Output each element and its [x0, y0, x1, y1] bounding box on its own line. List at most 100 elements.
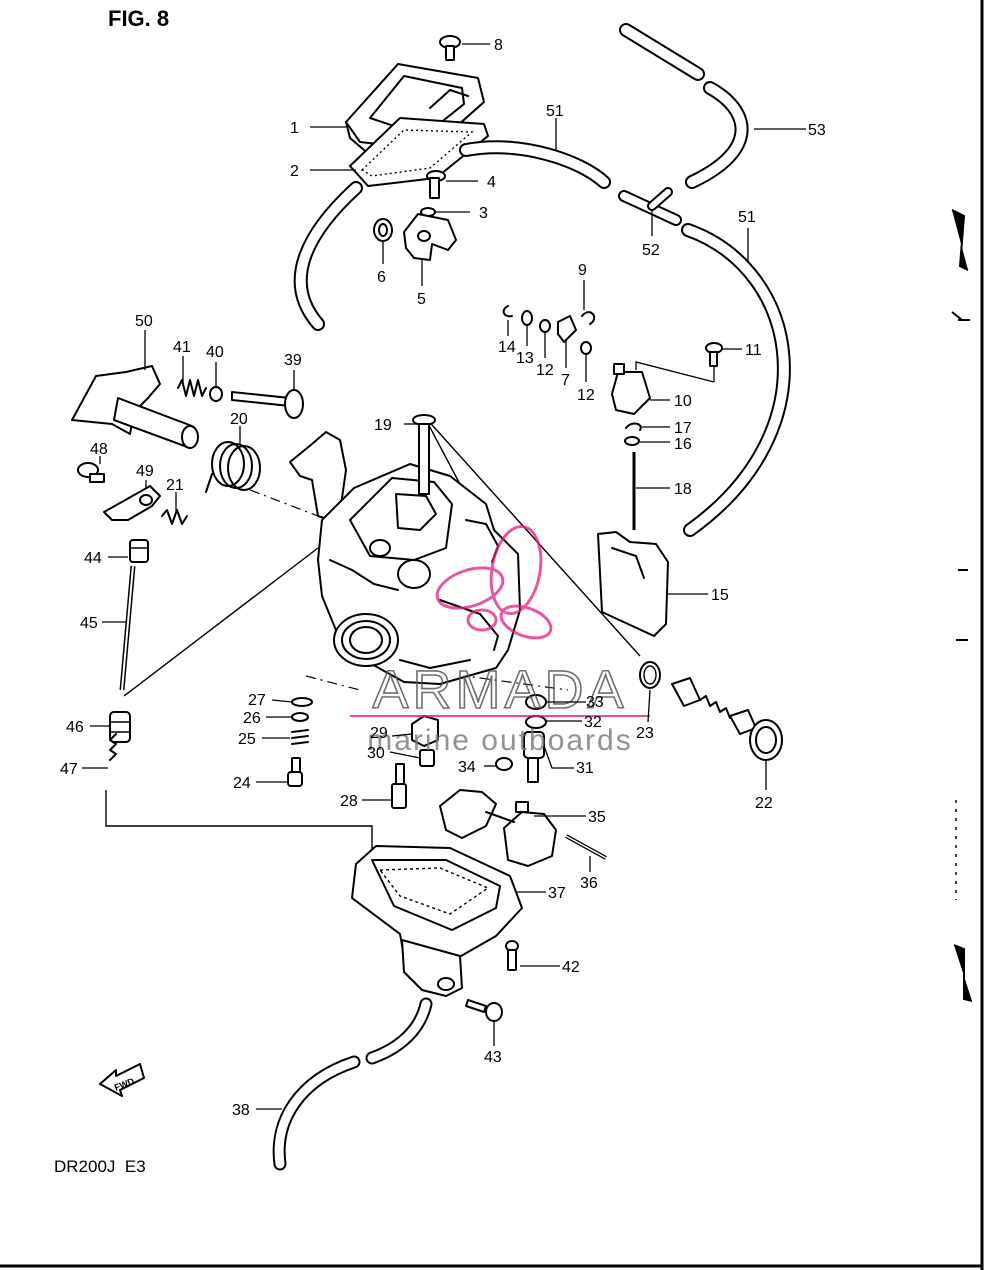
hose-53 — [619, 23, 749, 189]
part-21-spring — [161, 509, 188, 525]
hose-51-right — [681, 223, 791, 537]
part-10-holder — [611, 363, 651, 415]
callout-10: 10 — [674, 393, 692, 410]
callout-8: 8 — [494, 37, 503, 54]
callout-51-right: 51 — [738, 209, 756, 226]
part-16-washer — [624, 436, 640, 446]
part-11-screw — [705, 342, 723, 367]
callout-25: 25 — [238, 731, 256, 748]
part-39-adjust-screw — [231, 389, 304, 419]
pilot-screw-set — [287, 697, 313, 787]
fwd-direction-arrow: FWD — [99, 1063, 145, 1097]
scan-margin-marks — [951, 209, 973, 1002]
part-8-screw — [439, 35, 461, 61]
part-36-float-pin — [565, 834, 607, 860]
callout-4: 4 — [487, 174, 496, 191]
part-20-throttle-spring — [205, 441, 261, 493]
watermark-brand: ARMADA — [372, 660, 627, 720]
part-4-bolt — [426, 170, 446, 199]
watermark-tagline: marine outboards — [367, 724, 632, 757]
part-45-rod — [119, 565, 136, 691]
model-code: DR200J E3 — [54, 1157, 146, 1176]
part-2-gasket — [349, 117, 489, 187]
callout-41: 41 — [173, 339, 191, 356]
part-41-spring — [177, 379, 207, 397]
callout-24: 24 — [233, 775, 251, 792]
callout-9: 9 — [578, 262, 587, 279]
part-17-clip — [625, 422, 642, 431]
callout-38: 38 — [232, 1102, 250, 1119]
callout-27: 27 — [248, 692, 266, 709]
callout-17: 17 — [674, 420, 692, 437]
callout-22: 22 — [755, 795, 773, 812]
callout-5: 5 — [417, 291, 426, 308]
callout-39: 39 — [284, 352, 302, 369]
callout-6: 6 — [377, 269, 386, 286]
callout-32: 32 — [584, 714, 602, 731]
figure-title: FIG. 8 — [108, 6, 169, 31]
callout-46: 46 — [66, 719, 84, 736]
callout-42: 42 — [562, 959, 580, 976]
callout-29: 29 — [370, 725, 388, 742]
callout-36: 36 — [580, 875, 598, 892]
callout-labels: 8 1 2 4 3 6 5 51 53 52 51 9 14 13 12 7 1… — [60, 37, 826, 1119]
callout-45: 45 — [80, 615, 98, 632]
callout-15: 15 — [711, 587, 729, 604]
callout-35: 35 — [588, 809, 606, 826]
assembly-lines — [105, 415, 641, 858]
callout-51-top: 51 — [546, 103, 564, 120]
callout-37: 37 — [548, 885, 566, 902]
callout-20: 20 — [230, 411, 248, 428]
callout-26: 26 — [243, 710, 261, 727]
callout-21: 21 — [166, 477, 184, 494]
part-22-starter-plunger — [671, 677, 783, 761]
part-5-bracket — [403, 213, 457, 261]
callout-49: 49 — [136, 463, 154, 480]
callout-47: 47 — [60, 761, 78, 778]
part-6-ring — [373, 218, 393, 242]
part-50-throttle-drum — [71, 365, 199, 449]
callout-14: 14 — [498, 339, 516, 356]
callout-28: 28 — [340, 793, 358, 810]
callout-30: 30 — [367, 745, 385, 762]
part-23-o-ring — [639, 661, 661, 689]
callout-43: 43 — [484, 1049, 502, 1066]
part-35-float — [439, 789, 557, 867]
hose-51-left — [459, 140, 611, 189]
leader-lines — [82, 43, 806, 1110]
callout-48: 48 — [90, 441, 108, 458]
callout-12-a: 12 — [536, 362, 554, 379]
callout-16: 16 — [674, 436, 692, 453]
part-48-screw — [77, 462, 105, 483]
callout-19: 19 — [374, 417, 392, 434]
callout-23: 23 — [636, 725, 654, 742]
part-37-float-chamber — [351, 845, 523, 997]
callout-53: 53 — [808, 122, 826, 139]
callout-44: 44 — [84, 550, 102, 567]
part-38-drain-hose — [272, 997, 433, 1171]
armada-watermark: ARMADA marine outboards — [350, 524, 650, 757]
callout-7: 7 — [561, 372, 570, 389]
callout-11: 11 — [745, 342, 762, 359]
callout-13: 13 — [516, 350, 534, 367]
part-43-screw — [465, 999, 503, 1022]
part-49-lever — [103, 485, 161, 521]
callout-52: 52 — [642, 242, 660, 259]
callout-12-b: 12 — [577, 387, 595, 404]
part-15-throttle-valve — [597, 531, 669, 637]
armada-logo-mark — [435, 524, 553, 640]
part-40-washer — [209, 386, 223, 402]
callout-3: 3 — [479, 205, 488, 222]
part-42-drain-screw — [505, 940, 519, 971]
part-52-tee-joint — [618, 187, 682, 226]
part-47-spring — [109, 733, 117, 761]
callout-34: 34 — [458, 759, 476, 776]
callout-18: 18 — [674, 481, 692, 498]
part-44-cap — [129, 539, 149, 563]
callout-1: 1 — [290, 120, 299, 137]
carburetor-body — [289, 414, 521, 685]
callout-33: 33 — [586, 694, 604, 711]
callout-50: 50 — [135, 313, 153, 330]
callout-31: 31 — [576, 760, 594, 777]
callout-2: 2 — [290, 163, 299, 180]
